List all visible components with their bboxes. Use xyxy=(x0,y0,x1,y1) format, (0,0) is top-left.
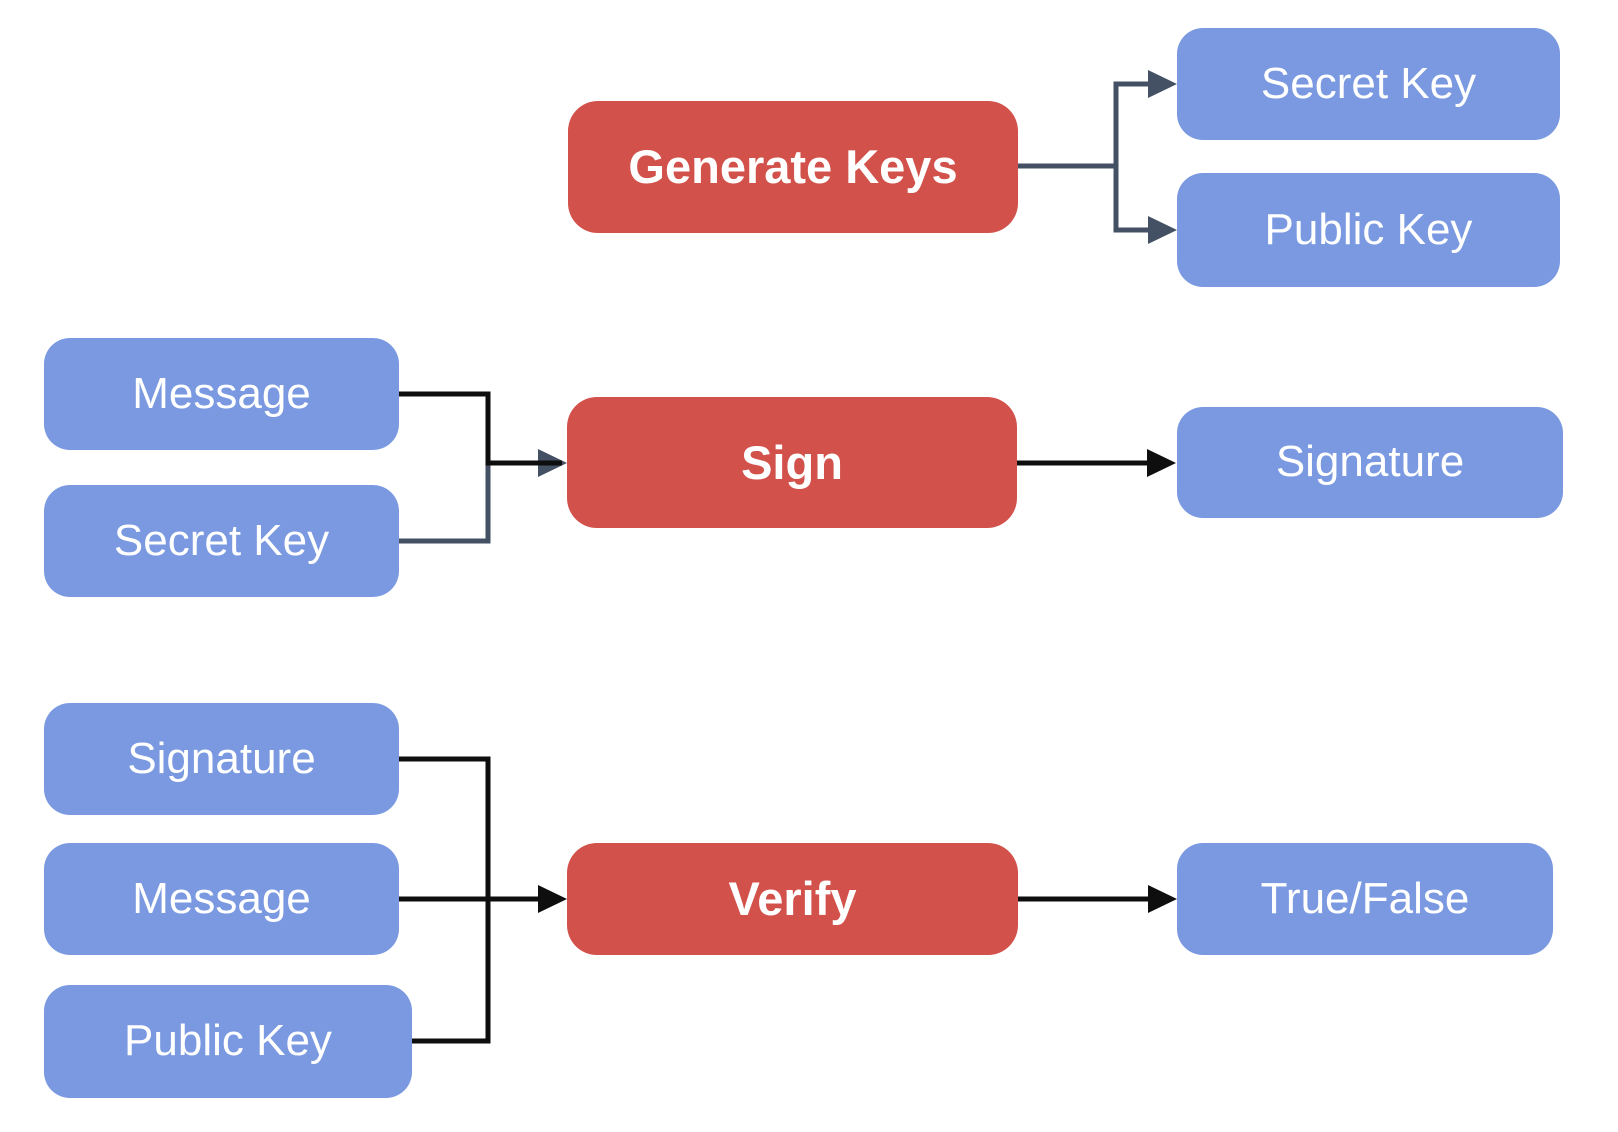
public-key-input-node-verify: Public Key xyxy=(44,985,412,1098)
arrowhead-true-false xyxy=(1148,885,1177,913)
message-input-node-verify: Message xyxy=(44,843,399,955)
secret-key-output-node: Secret Key xyxy=(1177,28,1560,140)
connector-public-key-to-verify xyxy=(399,899,491,1044)
sign-process-node: Sign xyxy=(567,397,1017,528)
secret-key-input-node-sign: Secret Key xyxy=(44,485,399,597)
arrowhead-verify xyxy=(538,885,567,913)
connector-secret-key-to-sign xyxy=(399,460,540,544)
signature-input-node-verify: Signature xyxy=(44,703,399,815)
connector-signature-to-verify xyxy=(399,756,491,899)
verify-process-node: Verify xyxy=(567,843,1018,955)
arrowhead-secret-key xyxy=(1148,70,1177,98)
signature-output-node: Signature xyxy=(1177,407,1563,518)
true-false-result-node: True/False xyxy=(1177,843,1553,955)
connector-generate-to-public-key xyxy=(1113,166,1150,233)
connector-message-to-sign xyxy=(399,391,562,466)
arrowhead-public-key xyxy=(1148,216,1177,244)
connector-generate-to-secret-key xyxy=(1018,81,1150,169)
message-input-node-sign: Message xyxy=(44,338,399,450)
generate-keys-process-node: Generate Keys xyxy=(568,101,1018,233)
public-key-output-node: Public Key xyxy=(1177,173,1560,287)
arrowhead-signature xyxy=(1147,449,1176,477)
